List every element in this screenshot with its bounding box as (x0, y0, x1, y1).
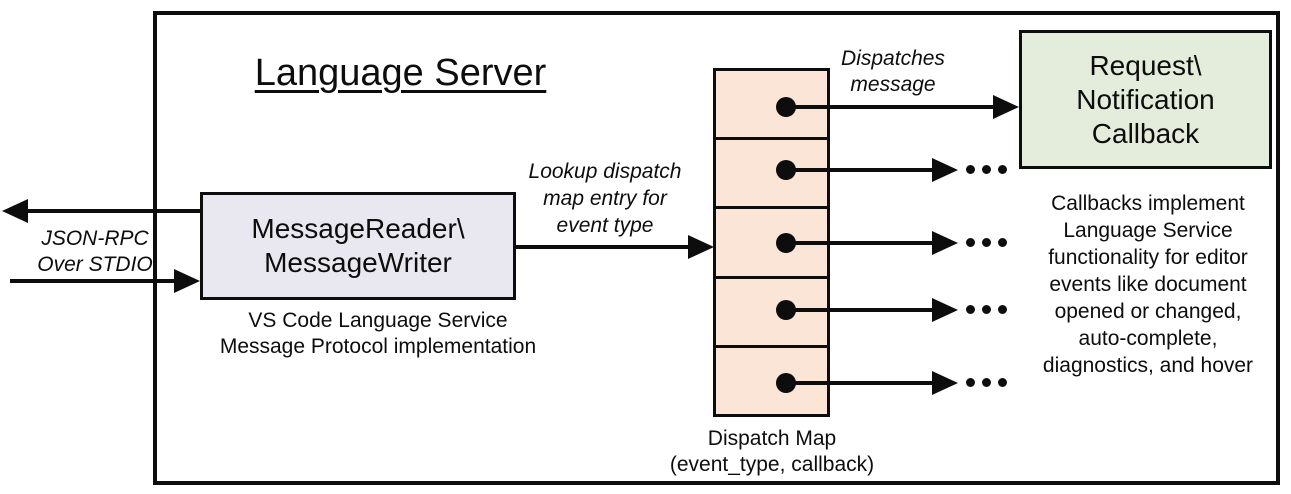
callbacks-note-line2: Language Service (1063, 219, 1233, 242)
message-box-caption: VS Code Language Service Message Protoco… (203, 308, 553, 360)
message-box-line1: MessageReader\ (251, 213, 465, 244)
dispatches-label-line2: message (850, 73, 936, 96)
dispatch-arrow-1-line (786, 105, 995, 109)
callbacks-note-line4: events like document (1049, 273, 1247, 296)
ellipsis-icon-2 (966, 165, 1007, 174)
lookup-label: Lookup dispatch map entry for event type (500, 158, 710, 239)
dispatches-message-label: Dispatches message (828, 46, 958, 98)
dispatch-arrow-2-head-icon (932, 158, 958, 182)
ellipsis-icon-3 (966, 238, 1007, 247)
lookup-label-line3: event type (556, 214, 654, 237)
dispatch-map-caption: Dispatch Map (event_type, callback) (646, 426, 898, 478)
dispatch-map-cell-3 (716, 209, 827, 279)
lookup-arrow-line (516, 245, 690, 249)
callback-box-line1: Request\ (1089, 49, 1202, 81)
ellipsis-icon-4 (966, 305, 1007, 314)
message-box-line2: MessageWriter (264, 247, 452, 278)
lookup-label-line1: Lookup dispatch (528, 160, 682, 183)
stdio-out-arrow-line (24, 209, 200, 213)
callbacks-note-line3: functionality for editor (1048, 246, 1248, 269)
message-box-caption-line2: Message Protocol implementation (219, 335, 537, 358)
message-box-caption-line1: VS Code Language Service (248, 309, 508, 332)
callbacks-note-line1: Callbacks implement (1051, 192, 1245, 215)
json-rpc-label: JSON-RPC Over STDIO (18, 226, 172, 278)
dispatch-arrow-4-head-icon (932, 298, 958, 322)
message-reader-writer-box: MessageReader\ MessageWriter (200, 192, 516, 300)
stdio-out-arrowhead-icon (2, 199, 28, 223)
request-notification-callback-box: Request\ Notification Callback (1019, 30, 1272, 169)
callbacks-note-line7: diagnostics, and hover (1042, 354, 1254, 377)
dispatch-map-caption-line1: Dispatch Map (707, 427, 837, 450)
stdio-in-arrow-line (10, 279, 176, 283)
dispatch-arrow-3-head-icon (932, 231, 958, 255)
json-rpc-label-line1: JSON-RPC (41, 227, 149, 250)
lookup-arrowhead-icon (688, 235, 714, 259)
dispatch-map-cell-1 (716, 71, 827, 141)
json-rpc-label-line2: Over STDIO (37, 253, 153, 276)
callbacks-note-line6: auto-complete, (1078, 327, 1218, 350)
callback-box-line3: Callback (1091, 117, 1200, 149)
dispatch-map-caption-line2: (event_type, callback) (669, 453, 875, 476)
ellipsis-icon-5 (966, 378, 1007, 387)
dispatch-arrow-3-line (786, 241, 934, 245)
diagram-title: Language Server (254, 52, 547, 94)
dispatch-map-cell-4 (716, 279, 827, 348)
dispatch-arrow-2-line (786, 168, 934, 172)
callbacks-note: Callbacks implement Language Service fun… (1018, 190, 1278, 379)
stdio-in-arrowhead-icon (174, 269, 200, 293)
lookup-label-line2: map entry for (543, 187, 667, 210)
callbacks-note-line5: opened or changed, (1054, 300, 1242, 323)
callback-box-line2: Notification (1076, 83, 1215, 115)
dispatch-arrow-1-head-icon (993, 95, 1019, 119)
dispatch-arrow-5-line (786, 381, 934, 385)
dispatch-arrow-4-line (786, 308, 934, 312)
dispatch-map-cell-2 (716, 140, 827, 210)
dispatch-arrow-5-head-icon (932, 371, 958, 395)
dispatches-label-line1: Dispatches (841, 47, 945, 70)
